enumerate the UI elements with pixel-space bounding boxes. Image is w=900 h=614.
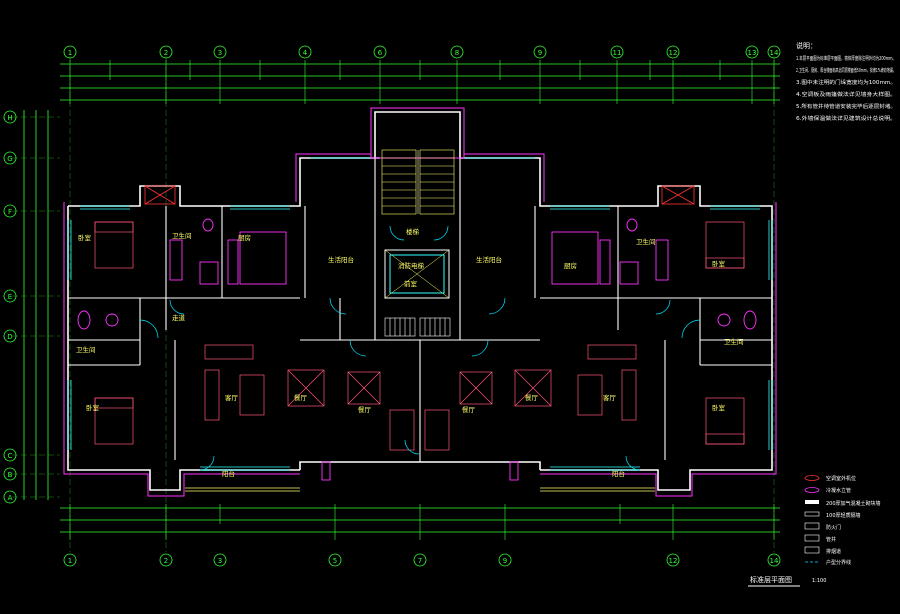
room-label-bedroom-br: 卧室 <box>712 403 726 412</box>
dimension-ticks-bottom <box>69 504 775 540</box>
legend-swatch-ac <box>804 475 820 481</box>
axis-top-11: 11 <box>613 49 622 57</box>
axis-bottom-3: 3 <box>218 557 222 565</box>
dimension-ticks-top <box>69 60 775 104</box>
axis-left-G: G <box>7 155 12 163</box>
axis-top-4: 4 <box>303 49 308 57</box>
legend-swatch-vent <box>804 546 820 554</box>
room-label-stair: 楼梯 <box>406 227 420 236</box>
axis-bottom-12: 12 <box>669 557 678 565</box>
room-label-balcony-l: 生活阳台 <box>328 255 354 264</box>
axis-top-9: 9 <box>538 49 542 57</box>
axis-top-12: 12 <box>669 49 678 57</box>
axis-bottom-7: 7 <box>418 557 422 565</box>
windows <box>67 157 773 471</box>
room-label-balcony-br: 阳台 <box>612 469 625 478</box>
furniture <box>94 221 745 451</box>
axis-left-B: B <box>8 471 13 479</box>
room-label-corridor-l: 走道 <box>172 313 186 322</box>
axis-top-8: 8 <box>455 49 459 57</box>
legend-swatch-drain <box>804 487 820 493</box>
axis-left-F: F <box>8 208 12 216</box>
axis-bottom-1: 1 <box>68 557 72 565</box>
room-label-balcony-r: 生活阳台 <box>476 255 502 264</box>
notes-line-3: 3.图中未注明的门垛宽度均为100mm。 <box>796 79 896 86</box>
axis-left-A: A <box>8 494 13 502</box>
room-label-dining-cl: 餐厅 <box>358 405 372 414</box>
legend-swatch-fire <box>804 522 820 530</box>
legend-label-fire: 防火门 <box>826 524 841 531</box>
balcony-rails <box>185 487 655 492</box>
axis-top-6: 6 <box>378 49 383 57</box>
axis-top-3: 3 <box>218 49 222 57</box>
grid-axes <box>12 56 775 552</box>
legend-label-pipe: 管井 <box>826 536 836 543</box>
room-label-bedroom-tr: 卧室 <box>712 259 726 268</box>
ac-units <box>144 185 695 205</box>
room-label-elevator: 消防电梯 <box>398 261 425 270</box>
dimension-lines-left <box>23 110 49 500</box>
notes-line-2: 2.卫生间、厨房、阳台楼面标高比同层楼面低50mm，找坡1%坡向地漏。 <box>796 67 896 74</box>
axis-left-C: C <box>8 452 13 460</box>
legend-swatch-window <box>804 511 820 517</box>
kitchen-fixtures <box>169 231 669 481</box>
legend-label-line: 户型分界线 <box>826 559 851 566</box>
notes-line-1: 1.本层平面图为标准层平面图，墙体厚度除注明外均为200mm。 <box>796 55 896 62</box>
room-label-bath2-r: 卫生间 <box>724 337 744 346</box>
room-label-hall: 前室 <box>404 279 418 288</box>
room-label-kitchen-l: 厨房 <box>238 233 251 242</box>
shaft-hatches <box>384 317 451 337</box>
axis-left-H: H <box>7 114 12 122</box>
axis-bubbles-top <box>63 45 781 59</box>
notes-panel: 说明： 1.本层平面图为标准层平面图，墙体厚度除注明外均为200mm。 2.卫生… <box>796 41 896 122</box>
drawing-scale: 1:100 <box>812 578 826 584</box>
axis-bottom-5: 5 <box>333 557 337 565</box>
axis-left-D: D <box>7 333 12 341</box>
bath-fixtures <box>77 218 757 330</box>
axis-bottom-2: 2 <box>164 557 168 565</box>
legend-label-window: 100厚轻质隔墙 <box>826 512 861 519</box>
legend: 空调室外机位 冷凝水立管 200厚加气混凝土砌块墙 100厚轻质隔墙 防火门 管… <box>804 475 881 566</box>
room-label-dining-l: 餐厅 <box>294 393 308 402</box>
room-label-living-r: 客厅 <box>603 393 617 402</box>
notes-heading: 说明： <box>796 41 817 50</box>
axis-left-E: E <box>8 293 12 301</box>
axis-top-13: 13 <box>748 49 757 57</box>
interior-walls <box>68 158 772 462</box>
legend-label-ac: 空调室外机位 <box>826 475 856 482</box>
axis-top-1: 1 <box>68 49 72 57</box>
elevator-shaft <box>384 249 450 299</box>
room-label-dining-cr: 餐厅 <box>462 405 476 414</box>
room-label-bedroom-tl: 卧室 <box>78 233 92 242</box>
legend-label-drain: 冷凝水立管 <box>826 487 851 494</box>
room-label-living-l: 客厅 <box>225 393 239 402</box>
drawing-title: 标准层平面图 <box>750 575 792 584</box>
axis-top-2: 2 <box>164 49 168 57</box>
drawing-title-block: 标准层平面图 1:100 <box>748 575 826 587</box>
axis-bubbles-left <box>3 110 17 504</box>
room-label-dining-r: 餐厅 <box>525 393 539 402</box>
room-label-bedroom-bl: 卧室 <box>86 403 100 412</box>
legend-swatch-pipe <box>804 534 820 542</box>
legend-label-wall: 200厚加气混凝土砌块墙 <box>826 500 881 507</box>
notes-line-5: 5.所有管井待管道安装完毕后逐层封堵。 <box>796 103 896 110</box>
notes-line-4: 4.空调板及雨篷做法详见墙身大样图。 <box>796 91 896 98</box>
room-label-bath2-l: 卫生间 <box>76 345 96 354</box>
axis-top-14: 14 <box>770 49 779 57</box>
room-label-balcony-bl: 阳台 <box>222 469 235 478</box>
notes-line-6: 6.外墙保温做法详见建筑设计总说明。 <box>796 115 896 122</box>
room-label-bath-tl: 卫生间 <box>172 231 192 240</box>
axis-bubbles-bottom <box>63 553 781 567</box>
axis-bottom-14: 14 <box>770 557 779 565</box>
legend-label-vent: 排烟道 <box>826 548 841 555</box>
axis-bottom-9: 9 <box>503 557 507 565</box>
room-label-bath-tr: 卫生间 <box>636 237 656 246</box>
stair-treads <box>381 149 455 215</box>
magenta-outline <box>63 107 777 497</box>
legend-swatch-wall <box>805 500 819 504</box>
room-label-kitchen-r: 厨房 <box>564 261 577 270</box>
doors <box>139 225 701 471</box>
